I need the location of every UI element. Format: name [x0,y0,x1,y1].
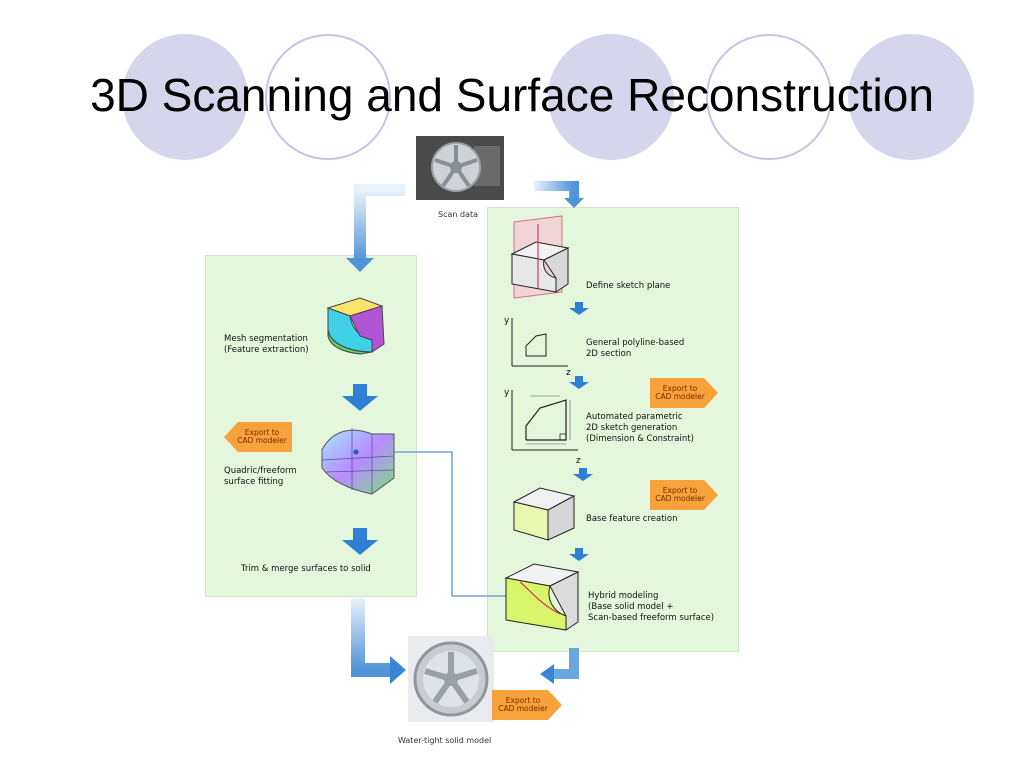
right-export-tag-1: Export to CAD modeler [650,378,718,408]
export-arrow-icon [650,378,718,408]
left-down-arrow-2 [342,528,378,555]
right-step-4-label: Base feature creation [586,514,678,524]
output-export-tag: Export to CAD modeler [492,690,562,720]
decor-circle-2 [265,34,391,160]
right-step-2-label: General polyline-based 2D section [586,338,685,359]
right-step-5-label: Hybrid modeling (Base solid model + Scan… [588,591,715,623]
scan-data-image [416,136,504,200]
base-feature-icon [512,487,576,541]
decor-circle-3 [548,34,674,160]
left-to-output-arrowhead [390,656,406,684]
parametric-sketch-plot [511,390,578,451]
right-down-arrow-1 [569,302,589,315]
output-model-image [408,636,494,722]
right-export-label-2: Export to CAD modeler [655,486,705,503]
decor-circle-4 [706,34,832,160]
export-arrow-icon [492,690,562,720]
wheel-photo-icon [416,136,504,200]
right-down-arrow-2 [569,376,589,389]
surface-fitting-icon [321,428,395,495]
left-step-2-label: Quadric/freeform surface fitting [224,466,297,487]
sketch-plane-icon [510,215,570,299]
right-step-3-label: Automated parametric 2D sketch generatio… [586,412,694,444]
scan-to-left-arrow [354,184,405,262]
output-export-label: Export to CAD modeler [498,696,548,713]
left-export-tag: Export to CAD modeler [224,422,292,452]
right-down-arrow-4 [569,548,589,561]
right-to-output-arrowhead [540,664,554,684]
right-step-1-label: Define sketch plane [586,281,671,291]
export-arrow-icon [224,422,292,452]
plot2-axis-z: z [576,456,581,466]
export-arrow-icon [650,480,718,510]
plot2-axis-y: y [504,388,510,398]
scan-to-right-arrowhead [564,198,584,208]
scan-data-caption: Scan data [438,210,479,219]
right-down-arrow-3 [573,468,593,481]
right-export-label-1: Export to CAD modeler [655,384,705,401]
mesh-segmentation-icon [326,297,385,355]
hybrid-modeling-icon [504,563,580,631]
plot1-axis-z: z [566,368,571,378]
polyline-section-plot [511,318,568,367]
left-step-1-label: Mesh segmentation (Feature extraction) [224,334,309,355]
left-to-output-arrow [351,598,392,677]
solid-wheel-icon [413,641,489,717]
plot1-axis-y: y [504,316,510,326]
scan-to-right-arrow [534,181,579,202]
decor-circle-1 [122,34,248,160]
left-down-arrow-1 [342,384,378,411]
left-step-3-label: Trim & merge surfaces to solid [241,564,371,574]
output-caption: Water-tight solid model [398,736,492,745]
scan-to-left-arrowhead [346,258,374,272]
right-to-output-arrow [552,648,579,679]
left-export-label: Export to CAD modeler [237,428,287,445]
decor-circle-5 [848,34,974,160]
slide-title: 3D Scanning and Surface Reconstruction [90,69,934,121]
right-export-tag-2: Export to CAD modeler [650,480,718,510]
surface-link-line [358,451,508,597]
